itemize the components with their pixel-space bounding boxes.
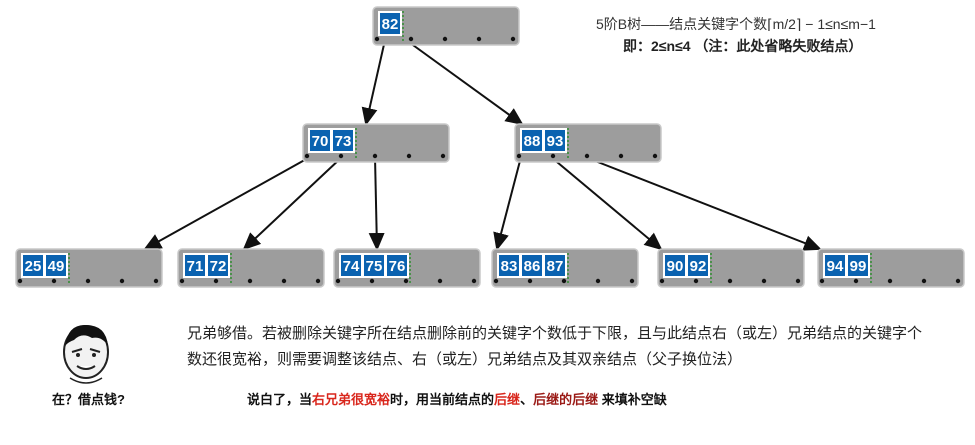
leaf-node: 25 49 — [16, 249, 162, 287]
key-label: 75 — [366, 258, 383, 275]
key-label: 87 — [547, 258, 564, 275]
leaf-node: 90 92 — [658, 249, 804, 287]
meme-caption: 在？借点钱? — [52, 389, 125, 408]
summary-part: 、 — [520, 392, 533, 407]
pointer-dot — [373, 154, 377, 158]
pointer-dot — [517, 154, 521, 158]
key-label: 70 — [312, 133, 329, 150]
internal-node: 70 73 — [303, 124, 449, 162]
pointer-dot — [443, 37, 447, 41]
pointer-dot — [888, 279, 892, 283]
diagram-title: 5阶B树——结点关键字个数⌈m/2⌉ − 1≤n≤m−1 — [596, 14, 876, 34]
leaf-node: 94 99 — [818, 249, 964, 287]
pointer-dot — [52, 279, 56, 283]
pointer-dot — [305, 154, 309, 158]
pointer-dot — [316, 279, 320, 283]
child-pointer-arrow — [497, 157, 521, 249]
pointer-dot — [477, 37, 481, 41]
pointer-dot — [404, 279, 408, 283]
internal-node: 88 93 — [515, 124, 661, 162]
key-label: 72 — [210, 258, 227, 275]
key-label: 73 — [335, 133, 352, 150]
pointer-dot — [596, 279, 600, 283]
pointer-dot — [922, 279, 926, 283]
pointer-dot — [956, 279, 960, 283]
pointer-dot — [511, 37, 515, 41]
pointer-dot — [375, 37, 379, 41]
diagram-subtitle: 即：2≤n≤4 （注：此处省略失败结点） — [623, 36, 862, 56]
child-pointer-arrow — [244, 157, 342, 249]
key-label: 86 — [524, 258, 541, 275]
pointer-dot — [370, 279, 374, 283]
pointer-dot — [660, 279, 664, 283]
key-label: 25 — [25, 258, 42, 275]
pointer-dot — [441, 154, 445, 158]
key-label: 83 — [501, 258, 518, 275]
pointer-dot — [653, 154, 657, 158]
key-label: 90 — [667, 258, 684, 275]
pointer-dot — [339, 154, 343, 158]
pointer-dot — [180, 279, 184, 283]
pointer-dot — [630, 279, 634, 283]
key-label: 82 — [382, 16, 399, 33]
pointer-dot — [407, 154, 411, 158]
pointer-dot — [18, 279, 22, 283]
meme-face-icon — [64, 325, 108, 383]
key-label: 74 — [343, 258, 360, 275]
pointer-dot — [336, 279, 340, 283]
summary-highlight-sibling: 右兄弟很宽裕 — [312, 392, 390, 407]
pointer-dot — [248, 279, 252, 283]
pointer-dot — [120, 279, 124, 283]
pointer-dot — [854, 279, 858, 283]
description-text: 兄弟够借。若被删除关键字所在结点删除前的关键字个数低于下限，且与此结点右（或左）… — [187, 321, 927, 373]
child-pointer-arrow — [585, 157, 820, 249]
summary-part: 说白了，当 — [247, 392, 312, 407]
pointer-dot — [214, 279, 218, 283]
key-label: 93 — [547, 133, 564, 150]
leaf-node: 83 86 87 — [492, 249, 638, 287]
pointer-dot — [551, 154, 555, 158]
child-pointer-arrow — [406, 40, 522, 124]
pointer-dot — [282, 279, 286, 283]
pointer-dot — [728, 279, 732, 283]
pointer-dot — [494, 279, 498, 283]
summary-part: 来填补空缺 — [598, 392, 667, 407]
pointer-dot — [796, 279, 800, 283]
pointer-dot — [472, 279, 476, 283]
summary-highlight-successor-successor: 后继的后继 — [533, 392, 598, 407]
summary-highlight-successor: 后继 — [494, 392, 520, 407]
pointer-dot — [694, 279, 698, 283]
leaf-node: 71 72 — [178, 249, 324, 287]
key-label: 49 — [48, 258, 65, 275]
subtitle-note: （注：此处省略失败结点） — [694, 38, 862, 54]
pointer-dot — [762, 279, 766, 283]
pointer-dot — [528, 279, 532, 283]
pointer-dot — [619, 154, 623, 158]
leaf-node: 74 75 76 — [334, 249, 480, 287]
child-pointer-arrow — [551, 157, 661, 249]
pointer-dot — [438, 279, 442, 283]
root-node: 82 — [373, 7, 519, 45]
child-pointer-arrow — [145, 157, 310, 249]
summary-text: 说白了，当右兄弟很宽裕时，用当前结点的后继、后继的后继 来填补空缺 — [247, 389, 667, 408]
child-pointer-arrow — [366, 40, 385, 124]
key-label: 99 — [850, 258, 867, 275]
pointer-dot — [154, 279, 158, 283]
key-label: 88 — [524, 133, 541, 150]
key-label: 94 — [827, 258, 844, 275]
summary-part: 时，用当前结点的 — [390, 392, 494, 407]
key-label: 71 — [187, 258, 204, 275]
pointer-dot — [562, 279, 566, 283]
pointer-dot — [409, 37, 413, 41]
subtitle-range: 即：2≤n≤4 — [623, 38, 691, 54]
key-label: 92 — [690, 258, 707, 275]
child-pointer-arrow — [375, 157, 377, 249]
pointer-dot — [86, 279, 90, 283]
pointer-dot — [820, 279, 824, 283]
pointer-dot — [585, 154, 589, 158]
key-label: 76 — [389, 258, 406, 275]
